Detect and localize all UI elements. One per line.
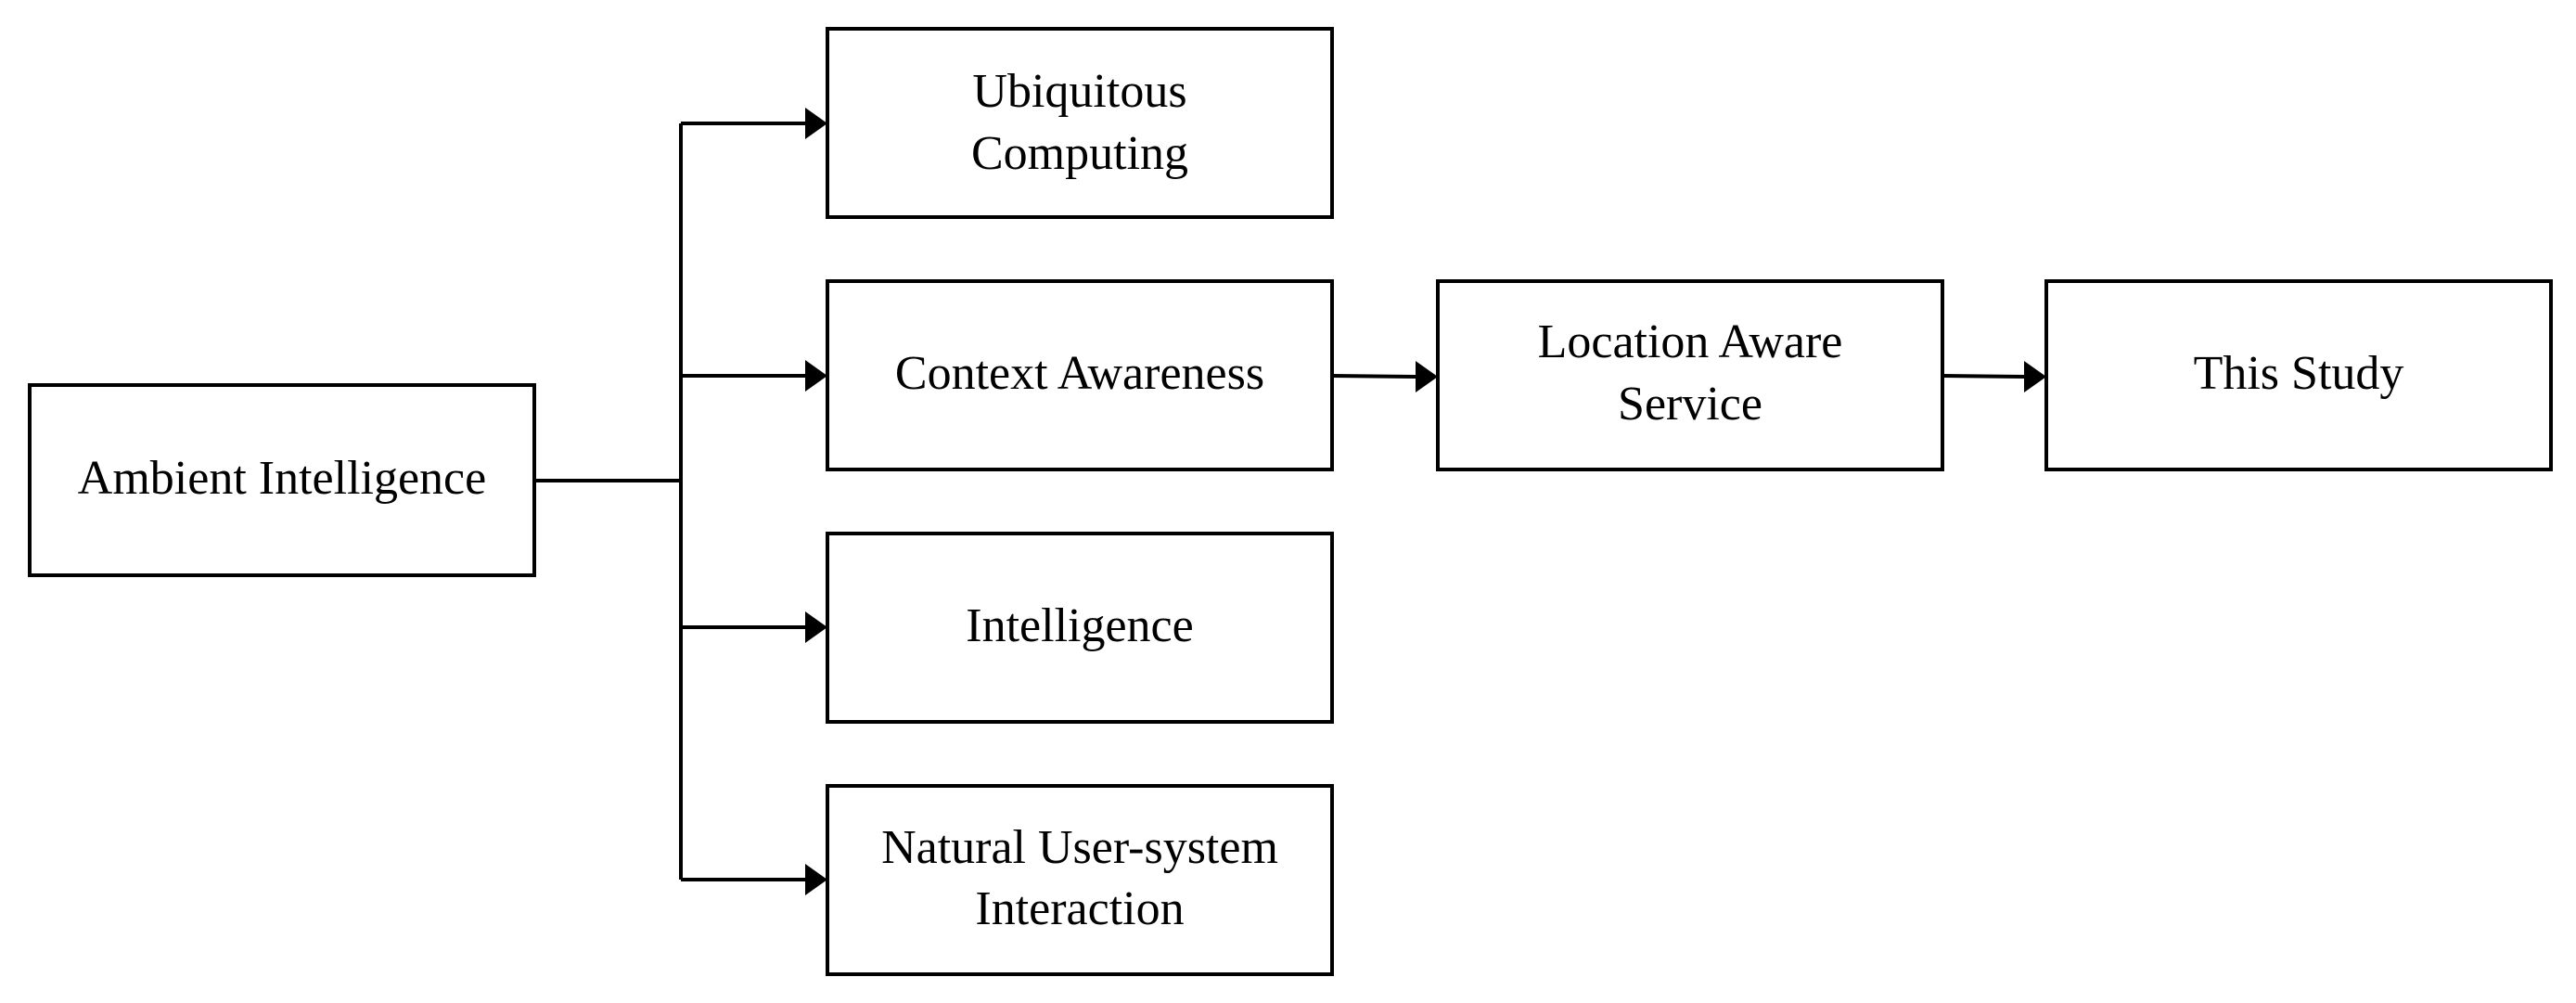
node-label: Intelligence: [966, 599, 1193, 652]
node-label-line-2: Service: [1618, 378, 1762, 431]
node-this-study: This Study: [2044, 279, 2553, 471]
connectors: [534, 108, 2046, 895]
node-ambient-intelligence: Ambient Intelligence: [28, 383, 536, 577]
node-context-awareness: Context Awareness: [826, 279, 1334, 471]
node-ubiquitous-computing: Ubiquitous Computing: [826, 27, 1334, 219]
node-label: Ambient Intelligence: [78, 452, 486, 505]
edge-location-to-study: [1942, 374, 2027, 379]
node-label: Context Awareness: [895, 347, 1264, 400]
arrowhead-natural-interaction: [805, 864, 827, 895]
node-label-line-1: Natural User-system: [881, 821, 1278, 874]
node-label-line-1: Ubiquitous: [972, 65, 1186, 118]
arrowhead-ubiquitous-computing: [805, 108, 827, 139]
arrowhead-location-aware-service: [1416, 361, 1438, 392]
node-label-line-2: Interaction: [975, 882, 1184, 935]
node-label: This Study: [2194, 347, 2404, 400]
arrowhead-this-study: [2024, 361, 2046, 392]
edge-context-to-location: [1331, 374, 1418, 379]
node-label-line-2: Computing: [971, 127, 1188, 180]
arrowhead-intelligence: [805, 611, 827, 643]
node-natural-interaction: Natural User-system Interaction: [826, 784, 1334, 976]
node-label-line-1: Location Aware: [1538, 315, 1843, 368]
arrowhead-context-awareness: [805, 360, 827, 392]
node-intelligence: Intelligence: [826, 532, 1334, 724]
node-location-aware-service: Location Aware Service: [1436, 279, 1944, 471]
